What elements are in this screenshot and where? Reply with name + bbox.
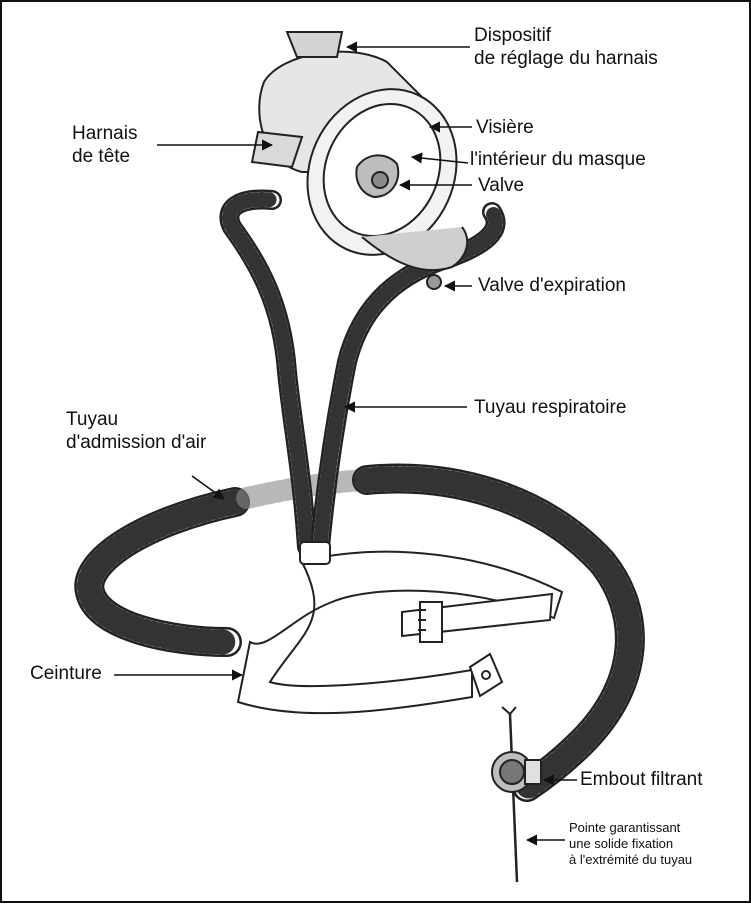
label-harness-adjuster-line1: Dispositif (474, 25, 551, 46)
label-breathing-hose: Tuyau respiratoire (474, 396, 626, 419)
label-anchor-spike-line2: une solide fixation (569, 836, 673, 851)
label-head-harness-line1: Harnais (72, 123, 137, 144)
label-valve: Valve (478, 174, 524, 197)
label-air-intake-hose-line1: Tuyau (66, 409, 118, 430)
label-mask-interior: l'intérieur du masque (470, 148, 646, 171)
label-filter-tip: Embout filtrant (580, 768, 703, 791)
label-visor: Visière (476, 116, 534, 139)
label-head-harness: Harnais de tête (72, 122, 137, 168)
label-exhalation-valve: Valve d'expiration (478, 274, 626, 297)
label-anchor-spike: Pointe garantissant une solide fixation … (569, 820, 692, 868)
label-anchor-spike-line3: à l'extrémité du tuyau (569, 852, 692, 867)
label-harness-adjuster: Dispositif de réglage du harnais (474, 24, 658, 70)
label-air-intake-hose-line2: d'admission d'air (66, 432, 206, 453)
air-intake-hose (89, 479, 630, 787)
label-belt: Ceinture (30, 662, 102, 685)
label-air-intake-hose: Tuyau d'admission d'air (66, 408, 206, 454)
belt (238, 552, 562, 714)
label-harness-adjuster-line2: de réglage du harnais (474, 48, 658, 69)
label-head-harness-line2: de tête (72, 146, 130, 167)
label-anchor-spike-line1: Pointe garantissant (569, 820, 680, 835)
